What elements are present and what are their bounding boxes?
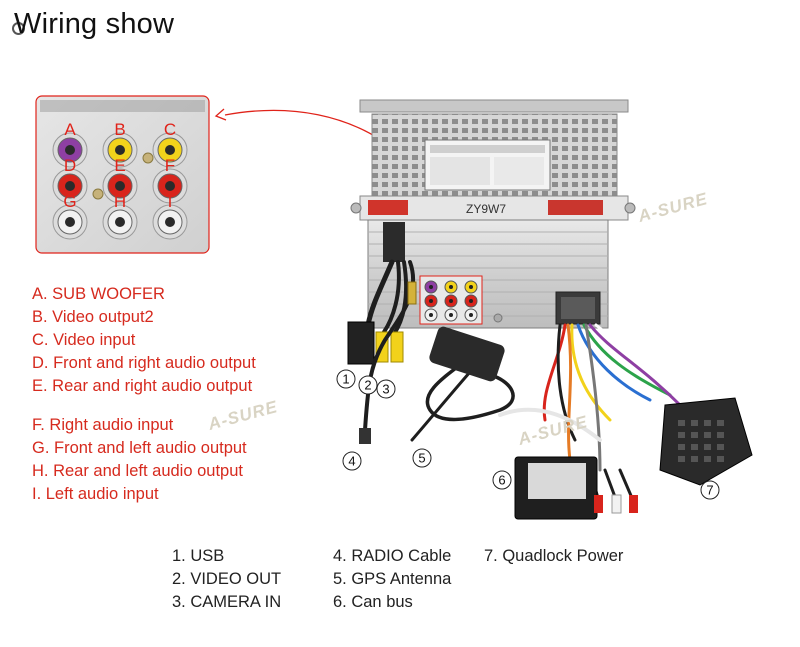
quadlock-pin <box>717 444 724 450</box>
rca-jack-f <box>152 168 188 204</box>
legend-number-item: 2. VIDEO OUT <box>172 570 282 588</box>
unit-rca-jack <box>424 308 438 322</box>
quadlock-pin <box>691 444 698 450</box>
legend-letters-bottom: F. Right audio input G. Front and left a… <box>32 414 247 506</box>
canbus-box <box>514 456 638 520</box>
rca-jack-g <box>52 204 88 240</box>
callout-3: 3 <box>376 379 396 399</box>
quadlock-pin <box>704 420 711 426</box>
legend-letter-item: I. Left audio input <box>32 485 159 503</box>
rca-letter-label: D <box>64 156 76 175</box>
legend-letters-top: A. SUB WOOFER B. Video output2 C. Video … <box>32 283 256 398</box>
rca-letter-label: C <box>164 120 176 139</box>
callout-5: 5 <box>412 448 432 468</box>
rca-jack-i <box>152 204 188 240</box>
title-bullet-icon <box>12 22 25 35</box>
legend-numbers-col3: 7. Quadlock Power <box>484 545 623 568</box>
legend-number-item: 5. GPS Antenna <box>333 570 452 588</box>
page-title: Wiring show <box>14 8 175 40</box>
callout-1: 1 <box>336 369 356 389</box>
callout-number: 2 <box>364 378 371 393</box>
quadlock-pin <box>678 432 685 438</box>
rca-letter-label: I <box>168 192 173 211</box>
legend-number-item: 6. Can bus <box>333 593 413 611</box>
callout-4: 4 <box>342 451 362 471</box>
quadlock-pin <box>704 456 711 462</box>
legend-numbers-col2: 4. RADIO Cable 5. GPS Antenna 6. Can bus <box>333 545 451 614</box>
legend-letter-item: A. SUB WOOFER <box>32 285 165 303</box>
rca-jack-e <box>102 168 138 204</box>
unit-rca-jack <box>444 280 458 294</box>
quadlock-pin <box>717 420 724 426</box>
unit-rca-jack <box>464 280 478 294</box>
callout-7: 7 <box>700 480 720 500</box>
callout-number: 6 <box>498 473 505 488</box>
legend-letter-item: H. Rear and left audio output <box>32 462 243 480</box>
rca-jack-h <box>102 204 138 240</box>
callout-2: 2 <box>358 375 378 395</box>
unit-rca-jack <box>424 294 438 308</box>
rca-letter-label: F <box>165 156 175 175</box>
unit-rca-jack <box>464 308 478 322</box>
rca-jack-a <box>52 132 88 168</box>
quadlock-pin <box>704 432 711 438</box>
quadlock-connector <box>659 397 753 486</box>
rca-letter-label: A <box>64 120 76 139</box>
rca-letter-label: B <box>114 120 125 139</box>
legend-numbers-col1: 1. USB 2. VIDEO OUT 3. CAMERA IN <box>172 545 281 614</box>
watermark-1: A-SURE <box>635 189 710 226</box>
unit-rca-jack <box>424 280 438 294</box>
quadlock-pin <box>691 432 698 438</box>
rca-zoom-inset: A B C D E F G H I <box>35 95 210 254</box>
legend-number-item: 4. RADIO Cable <box>333 547 452 565</box>
rca-jack-d <box>52 168 88 204</box>
screw-icon <box>92 188 104 200</box>
quadlock-pin <box>704 444 711 450</box>
callout-number: 7 <box>706 483 713 498</box>
watermark-3: A-SURE <box>515 412 590 449</box>
quadlock-pin <box>691 420 698 426</box>
unit-model-label: ZY9W7 <box>466 202 506 216</box>
rca-letter-label: H <box>114 192 126 211</box>
cables <box>347 259 692 507</box>
legend-number-item: 3. CAMERA IN <box>172 593 282 611</box>
callout-6: 6 <box>492 470 512 490</box>
legend-letter-item: D. Front and right audio output <box>32 354 256 372</box>
rca-letter-label: G <box>63 192 76 211</box>
legend-letter-item: B. Video output2 <box>32 308 154 326</box>
legend-letter-item: E. Rear and right audio output <box>32 377 253 395</box>
legend-letter-item: C. Video input <box>32 331 136 349</box>
callout-number: 4 <box>348 454 355 469</box>
legend-letter-item: G. Front and left audio output <box>32 439 247 457</box>
legend-letter-item: F. Right audio input <box>32 416 174 434</box>
quadlock-pin <box>678 456 685 462</box>
callout-number: 5 <box>418 451 425 466</box>
callout-number: 1 <box>342 372 349 387</box>
unit-rca-jack <box>444 294 458 308</box>
unit-rca-jack <box>464 294 478 308</box>
callout-number: 3 <box>382 382 389 397</box>
legend-number-item: 7. Quadlock Power <box>484 547 624 565</box>
quadlock-pin <box>717 456 724 462</box>
quadlock-pin <box>678 420 685 426</box>
unit-rca-jack <box>444 308 458 322</box>
rca-jack-b <box>102 132 138 168</box>
rca-jack-c <box>152 132 188 168</box>
rca-letter-label: E <box>114 156 125 175</box>
quadlock-pin <box>691 456 698 462</box>
head-unit: ZY9W7 <box>350 99 636 329</box>
screw-icon <box>142 152 154 164</box>
quadlock-pin <box>678 444 685 450</box>
legend-number-item: 1. USB <box>172 547 225 565</box>
quadlock-pin <box>717 432 724 438</box>
